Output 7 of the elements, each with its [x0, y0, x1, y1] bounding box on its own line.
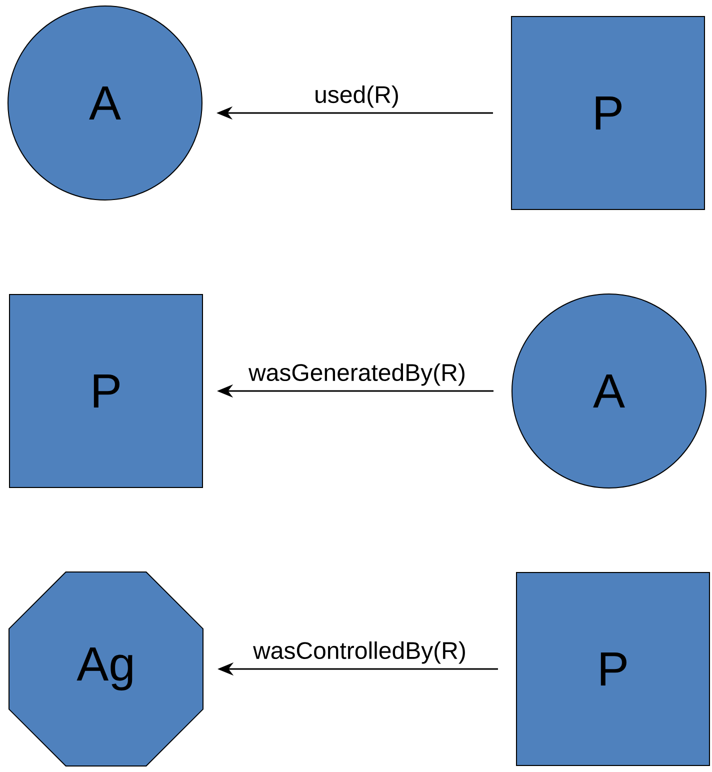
process-box: P	[511, 16, 705, 210]
process-box: P	[9, 294, 203, 488]
process-box: P	[516, 572, 710, 766]
agent-octagon: Ag	[8, 572, 204, 766]
edge-label: used(R)	[312, 83, 402, 110]
edge-label: wasControlledBy(R)	[251, 639, 468, 666]
edge-label: wasGeneratedBy(R)	[246, 361, 468, 388]
